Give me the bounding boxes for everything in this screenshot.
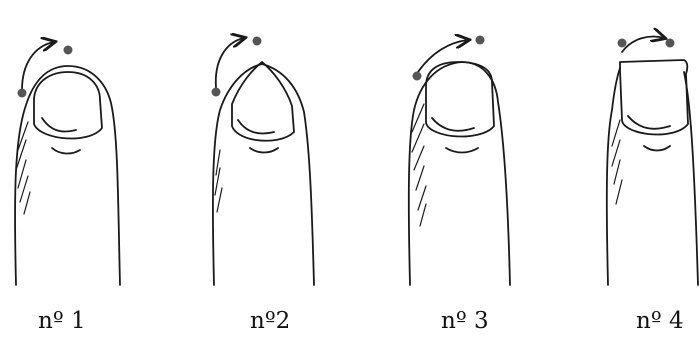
finger-3-outline bbox=[409, 62, 510, 285]
finger-2-nail-base bbox=[238, 120, 274, 134]
finger-4-square-nail bbox=[607, 37, 698, 285]
finger-3-cuticle bbox=[446, 148, 478, 153]
finger-3-nail bbox=[426, 62, 494, 137]
label-nail-shape-2: nº2 bbox=[250, 310, 290, 333]
finger-1-shading bbox=[16, 122, 30, 214]
label-nail-shape-1: nº 1 bbox=[38, 310, 86, 333]
finger-1-nail-base bbox=[42, 118, 76, 132]
finger-4-cuticle bbox=[644, 146, 670, 151]
finger-3-nail-base bbox=[432, 118, 474, 131]
finger-2-outline bbox=[213, 64, 314, 285]
finger-3-squoval-nail bbox=[409, 36, 510, 286]
finger-4-nail bbox=[620, 60, 688, 135]
finger-4-arrow-icon bbox=[622, 37, 664, 52]
finger-1-start-dot bbox=[18, 89, 27, 98]
finger-2-nail bbox=[232, 62, 294, 141]
finger-1-arrow-icon bbox=[22, 42, 54, 90]
finger-4-shading bbox=[612, 120, 622, 204]
label-nail-shape-4: nº 4 bbox=[636, 310, 684, 333]
finger-1-round-nail bbox=[15, 42, 120, 285]
finger-2-arrow-icon bbox=[216, 38, 244, 88]
finger-1-nail bbox=[34, 72, 102, 139]
finger-2-pointed-nail bbox=[212, 37, 315, 286]
finger-2-start-dot bbox=[212, 88, 221, 97]
finger-4-start-dot bbox=[618, 39, 627, 48]
finger-1-outline bbox=[15, 66, 120, 285]
finger-4-nail-base bbox=[628, 116, 670, 129]
finger-2-cuticle bbox=[250, 148, 278, 153]
finger-3-start-dot bbox=[413, 72, 422, 81]
finger-1-cuticle bbox=[52, 148, 80, 154]
finger-4-end-dot bbox=[666, 39, 675, 48]
finger-2-shading bbox=[215, 150, 222, 212]
finger-2-end-dot bbox=[253, 37, 262, 46]
label-nail-shape-3: nº 3 bbox=[441, 310, 489, 333]
finger-3-shading bbox=[412, 104, 426, 226]
finger-1-end-dot bbox=[64, 46, 73, 55]
finger-3-end-dot bbox=[476, 36, 485, 45]
